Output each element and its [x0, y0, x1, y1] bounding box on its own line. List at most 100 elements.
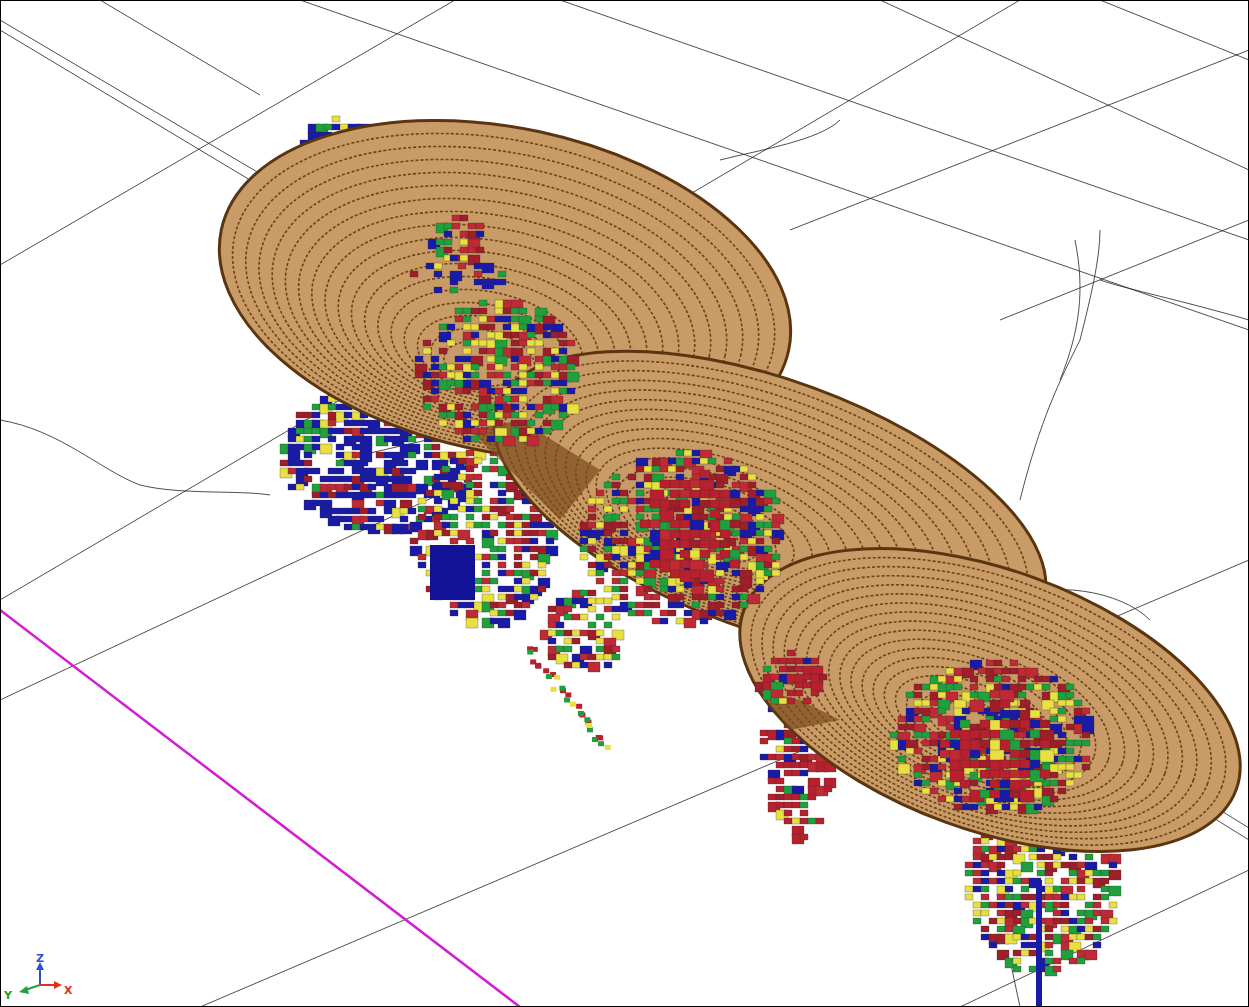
ore-block: [564, 662, 572, 668]
ore-block: [444, 239, 452, 245]
ore-block: [511, 340, 519, 346]
ore-block: [620, 570, 628, 576]
pit-bench: [663, 508, 746, 565]
ore-block: [503, 308, 511, 314]
ore-block: [368, 508, 376, 514]
ore-block: [906, 724, 914, 730]
ore-block: [1085, 918, 1093, 924]
ore-block: [288, 460, 296, 466]
ore-block: [376, 428, 384, 434]
ore-block: [748, 538, 756, 544]
ore-block: [986, 676, 994, 682]
ore-block: [1045, 958, 1053, 964]
ore-block: [490, 514, 498, 520]
ore-block: [1066, 764, 1074, 770]
ore-block: [970, 780, 978, 786]
ore-block: [970, 724, 978, 730]
ore-block: [716, 610, 724, 616]
ore-block: [535, 412, 543, 418]
ore-block: [466, 450, 474, 456]
ore-block: [670, 500, 680, 508]
ore-block: [676, 450, 684, 456]
ore-block: [700, 594, 708, 600]
ore-block: [973, 862, 981, 868]
pit-bench: [792, 573, 1165, 845]
ore-block: [588, 662, 600, 672]
ore-block: [628, 474, 636, 480]
ore-block: [792, 746, 800, 752]
ore-block: [442, 514, 450, 520]
ore-block: [476, 231, 484, 237]
ore-block: [447, 404, 455, 410]
ore-block: [487, 316, 495, 322]
ore-block: [692, 602, 700, 608]
ore-block: [418, 514, 426, 520]
ore-block: [538, 562, 546, 568]
pit-bench: [884, 658, 1049, 778]
ore-block: [456, 428, 464, 434]
pit-bench: [858, 634, 1083, 798]
ore-block: [455, 388, 463, 394]
ore-block: [1013, 878, 1021, 884]
ore-block: [1093, 910, 1101, 916]
ore-block: [700, 550, 710, 558]
creek-line: [1020, 230, 1100, 500]
ore-block: [548, 654, 556, 660]
ore-block: [981, 894, 989, 900]
ore-block: [997, 846, 1005, 852]
ore-block: [498, 586, 506, 592]
ore-block: [312, 468, 320, 474]
ore-block: [784, 802, 792, 808]
ore-block: [598, 741, 604, 746]
ore-block: [567, 364, 575, 370]
ore-block: [1013, 934, 1021, 940]
ore-block: [328, 428, 336, 434]
ore-block: [914, 772, 922, 778]
ore-block: [514, 610, 526, 620]
ore-block: [981, 934, 989, 940]
ore-block: [538, 530, 546, 536]
ore-block: [650, 500, 660, 508]
ore-block: [296, 444, 304, 450]
pit-bench: [739, 525, 1231, 884]
ore-block: [527, 332, 535, 338]
ore-block: [740, 538, 748, 544]
ore-block: [1029, 854, 1037, 860]
ore-block: [612, 538, 620, 544]
ore-block: [970, 692, 978, 698]
ore-block: [1053, 894, 1061, 900]
ore-block: [312, 500, 320, 506]
ore-block: [914, 780, 922, 786]
ore-block: [756, 538, 764, 544]
ore-block: [447, 412, 455, 418]
ore-block: [692, 450, 700, 456]
pit-bench: [713, 500, 1249, 902]
ore-block: [1029, 942, 1037, 948]
ore-block: [460, 247, 468, 253]
ore-block: [668, 610, 676, 616]
ore-block: [612, 594, 620, 600]
ore-block: [720, 500, 730, 508]
ore-block: [922, 700, 930, 706]
ore-block: [640, 520, 650, 528]
ore-block: [748, 594, 760, 604]
ore-block: [360, 492, 368, 498]
ore-block: [482, 506, 490, 512]
ore-block: [1069, 958, 1077, 964]
ore-block: [1085, 854, 1093, 860]
ore-block: [400, 468, 408, 474]
ore-block: [946, 724, 954, 730]
ore-block: [474, 522, 482, 528]
ore-block: [498, 602, 506, 608]
ore-block: [506, 498, 514, 504]
pit-bench: [440, 335, 523, 392]
ore-block: [434, 287, 442, 293]
ore-block: [474, 554, 482, 560]
ore-block: [471, 340, 479, 346]
ore-block: [612, 514, 620, 520]
ore-block: [620, 530, 628, 536]
ore-block: [973, 854, 981, 860]
ore-block: [360, 428, 368, 434]
ore-block: [535, 380, 543, 386]
ore-block: [482, 466, 490, 472]
